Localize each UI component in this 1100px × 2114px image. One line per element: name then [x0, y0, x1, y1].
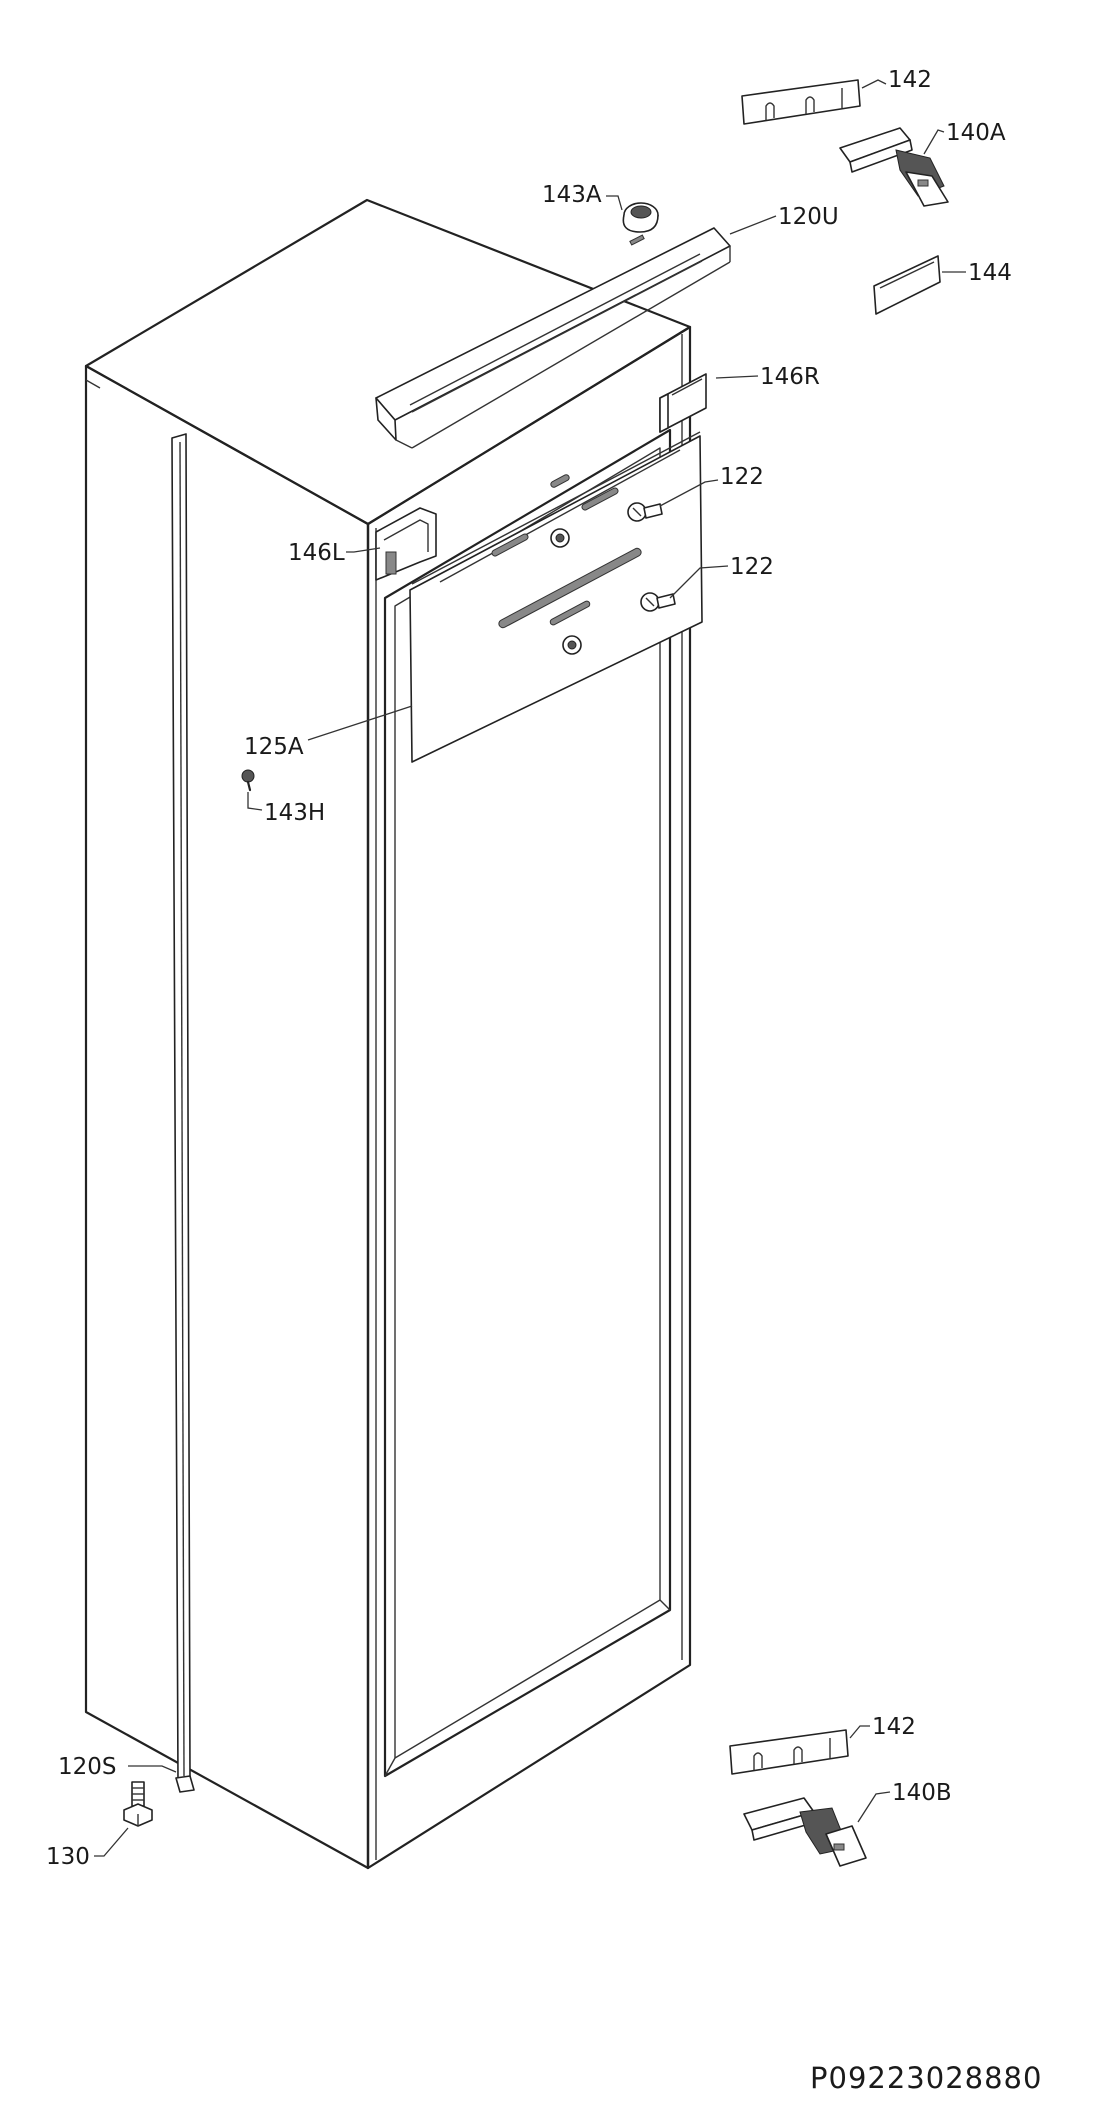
- label-143H: 143H: [264, 800, 325, 826]
- top-rail-120U: [375, 227, 731, 449]
- door-frame: [383, 428, 672, 1778]
- label-122-lower: 122: [730, 554, 774, 580]
- hinge-plate-142-bottom: [729, 1729, 849, 1775]
- label-140B: 140B: [892, 1780, 952, 1806]
- label-142-top: 142: [888, 67, 932, 93]
- label-143A: 143A: [542, 182, 602, 208]
- label-122-upper: 122: [720, 464, 764, 490]
- drawing-code: P09223028880: [810, 2061, 1042, 2095]
- cover-146L: [375, 507, 437, 581]
- spacer-144: [873, 255, 941, 315]
- label-120U: 120U: [778, 204, 839, 230]
- foot-130: [123, 1781, 153, 1827]
- cover-146R: [659, 373, 707, 433]
- label-120S: 120S: [58, 1754, 117, 1780]
- label-146R: 146R: [760, 364, 820, 390]
- hinge-140B: [743, 1797, 867, 1867]
- label-125A: 125A: [244, 734, 304, 760]
- leader-lines: [94, 79, 966, 1857]
- label-130: 130: [46, 1844, 90, 1870]
- side-trim-120S: [171, 433, 195, 1793]
- hinge-140A: [839, 127, 949, 207]
- label-146L: 146L: [288, 540, 345, 566]
- cap-143A: [622, 202, 659, 233]
- screw-143H: [241, 769, 255, 792]
- label-144: 144: [968, 260, 1012, 286]
- label-140A: 140A: [946, 120, 1006, 146]
- label-142-bottom: 142: [872, 1714, 916, 1740]
- screw-122-upper: [627, 502, 663, 522]
- hinge-plate-142-top: [741, 79, 861, 125]
